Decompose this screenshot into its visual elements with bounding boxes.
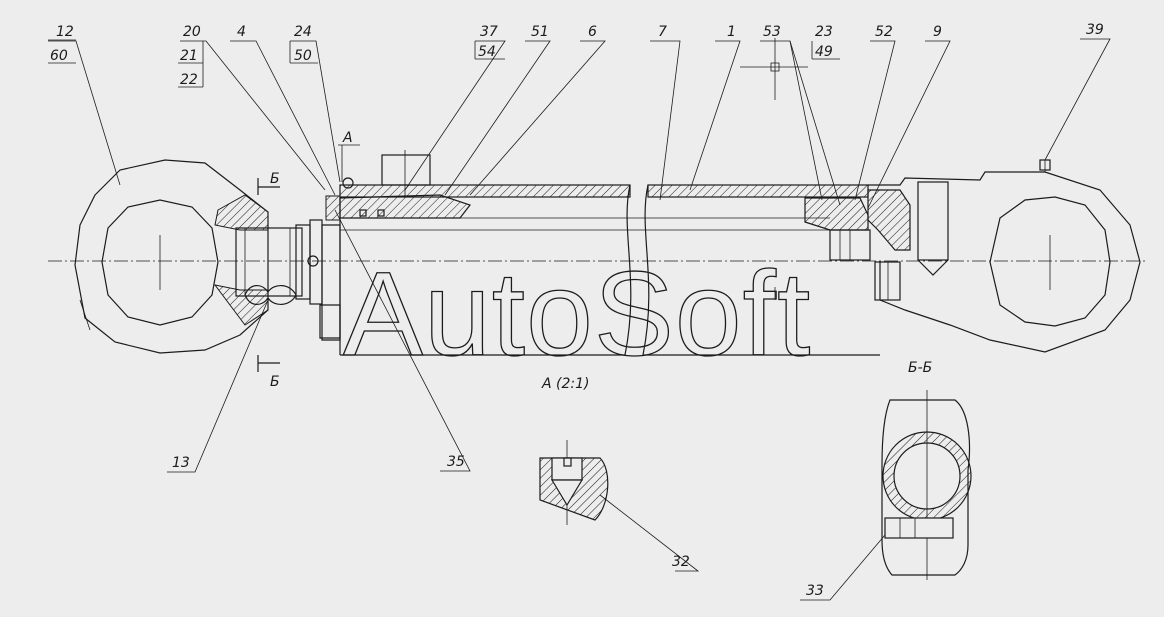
- label-21: 21: [180, 48, 198, 64]
- label-12: 12: [56, 24, 74, 40]
- watermark-text: AutoSoft: [343, 247, 811, 381]
- label-7: 7: [658, 24, 667, 40]
- label-60: 60: [50, 48, 68, 64]
- label-39: 39: [1086, 22, 1104, 38]
- label-22: 22: [180, 72, 198, 88]
- detail-a-title: А (2:1): [541, 376, 589, 392]
- part-labels: 12 60 20 21 22 4 24 50 37 54 51 6 7 1 53…: [48, 22, 1104, 599]
- label-35: 35: [447, 454, 465, 470]
- right-cap-eye: [867, 159, 1141, 353]
- label-50: 50: [294, 48, 312, 64]
- section-bb-title: Б-Б: [908, 360, 932, 376]
- left-rod-eye: [74, 159, 269, 354]
- label-23: 23: [815, 24, 833, 40]
- gland-assembly: [325, 150, 471, 221]
- label-9: 9: [933, 24, 942, 40]
- label-51: 51: [531, 24, 549, 40]
- section-mark-bottom: Б: [270, 374, 280, 390]
- leader-lines: [48, 38, 1111, 601]
- label-6: 6: [588, 24, 597, 40]
- section-mark-top: Б: [270, 171, 280, 187]
- label-32: 32: [672, 554, 690, 570]
- callout-a: А: [342, 130, 353, 146]
- label-37: 37: [480, 24, 498, 40]
- label-49: 49: [815, 44, 833, 60]
- label-4: 4: [237, 24, 246, 40]
- label-52: 52: [875, 24, 893, 40]
- label-24: 24: [294, 24, 312, 40]
- section-bb-view: [881, 390, 972, 580]
- label-54: 54: [478, 44, 496, 60]
- section-markers: [257, 144, 360, 372]
- label-53: 53: [763, 24, 781, 40]
- label-1: 1: [727, 24, 736, 40]
- piston-assembly: [804, 197, 871, 261]
- label-33: 33: [806, 583, 824, 599]
- detail-a-view: [539, 440, 609, 525]
- rod-and-nut: [235, 219, 341, 341]
- label-20: 20: [183, 24, 201, 40]
- label-13: 13: [172, 455, 190, 471]
